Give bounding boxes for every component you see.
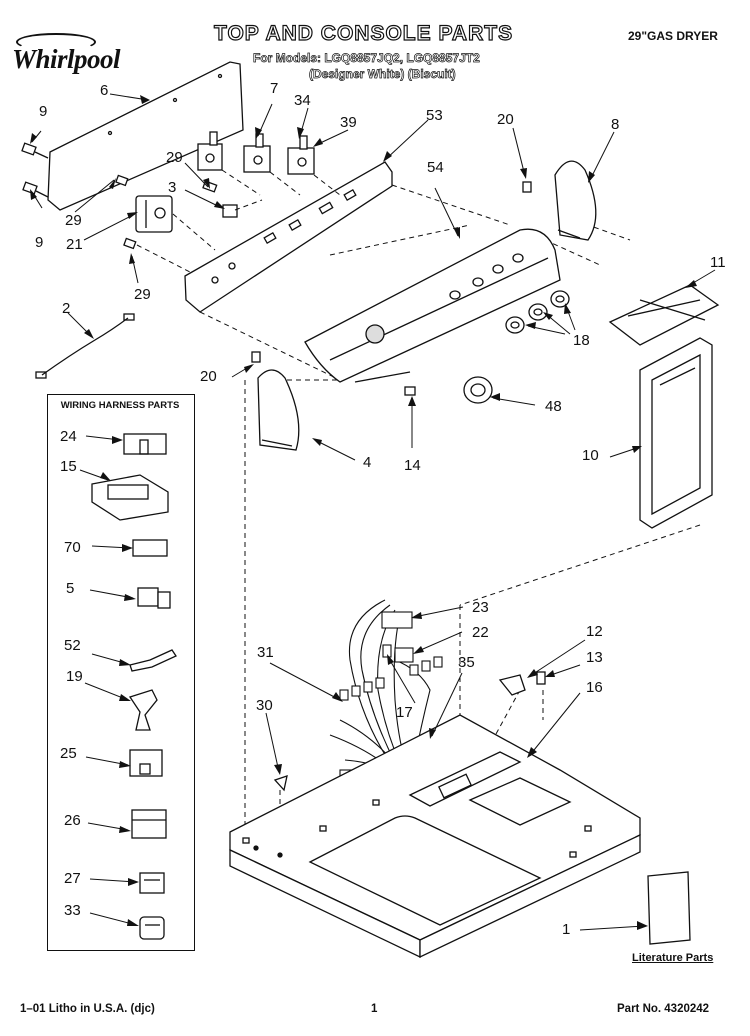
harness-part-26: [131, 809, 167, 839]
rear-console-panel: [47, 61, 244, 211]
callout-23: 23: [472, 599, 489, 616]
product-type: 29"GAS DRYER: [628, 29, 718, 43]
literature-parts-1: [647, 871, 691, 945]
callout-15: 15: [60, 458, 77, 475]
callout-1: 1: [562, 921, 571, 938]
callout-2: 2: [62, 300, 71, 317]
harness-part-25: [129, 749, 163, 777]
harness-part-15: [91, 474, 169, 521]
callout-7: 7: [270, 80, 279, 97]
callout-13: 13: [586, 649, 603, 666]
callout-12: 12: [586, 623, 603, 640]
arrowheads: [30, 95, 697, 930]
footer-litho: 1–01 Litho in U.S.A. (djc): [20, 1003, 155, 1015]
wiring-harness-box: [47, 394, 195, 951]
clip-30: [273, 775, 288, 792]
callout-30: 30: [256, 697, 273, 714]
callout-18: 18: [573, 332, 590, 349]
filter-cover-11: [608, 284, 720, 346]
screw-9-top: [21, 142, 49, 159]
callout-70: 70: [64, 539, 81, 556]
endcap-4: [257, 369, 300, 451]
callout-16: 16: [586, 679, 603, 696]
endcap-8: [554, 160, 597, 241]
callout-9a: 9: [39, 103, 48, 120]
part-3: [222, 204, 238, 218]
switch-34: [243, 133, 271, 173]
callout-34: 34: [294, 92, 311, 109]
callout-5: 5: [66, 580, 75, 597]
callout-10: 10: [582, 447, 599, 464]
callout-3: 3: [168, 179, 177, 196]
callout-17: 17: [396, 704, 413, 721]
screw-20-left: [251, 351, 261, 363]
harness-part-27: [139, 872, 165, 894]
wiring-harness-title: WIRING HARNESS PARTS: [60, 400, 180, 411]
callout-4: 4: [363, 454, 372, 471]
callout-52: 52: [64, 637, 81, 654]
callout-29c: 29: [134, 286, 151, 303]
switch-7: [197, 131, 223, 171]
brand-logo: Whirlpool: [12, 44, 121, 74]
knobs-18: [505, 290, 570, 334]
top-panel-16: [229, 714, 641, 959]
console-54: [304, 228, 561, 383]
callout-39: 39: [340, 114, 357, 131]
callout-21: 21: [66, 236, 83, 253]
callout-31: 31: [257, 644, 274, 661]
harness-part-52: [129, 649, 177, 672]
footer-part-number: Part No. 4320242: [617, 1003, 710, 1015]
harness-part-33: [139, 916, 165, 940]
bracket-12: [498, 674, 526, 696]
callout-20b: 20: [200, 368, 217, 385]
callout-29b: 29: [65, 212, 82, 229]
screw-29-mid: [202, 180, 218, 193]
harness-part-19: [128, 689, 158, 731]
callout-29a: 29: [166, 149, 183, 166]
callout-33: 33: [64, 902, 81, 919]
console-rail: [354, 371, 411, 383]
callout-8: 8: [611, 116, 620, 133]
screw-29-low: [123, 237, 137, 250]
models-line: For Models: LGQ8857JQ2, LGQ8857JT2: [253, 51, 480, 66]
callout-25: 25: [60, 745, 77, 762]
screw-14: [404, 386, 416, 396]
screw-13: [536, 671, 546, 685]
page-title: TOP AND CONSOLE PARTS: [213, 21, 514, 45]
footer-page-number: 1: [371, 1003, 378, 1015]
screw-9-bottom: [22, 181, 49, 198]
callout-35: 35: [458, 654, 475, 671]
callout-24: 24: [60, 428, 77, 445]
callout-48: 48: [545, 398, 562, 415]
brand-logo-swoosh: [16, 33, 96, 51]
callout-14: 14: [404, 457, 421, 474]
callout-11: 11: [710, 254, 726, 271]
screw-29-left: [115, 174, 129, 187]
timer-21: [135, 195, 173, 233]
knob-48: [463, 376, 493, 404]
callout-20a: 20: [497, 111, 514, 128]
switch-39: [287, 135, 315, 175]
console-bracket-53: [184, 161, 393, 313]
callout-19: 19: [66, 668, 83, 685]
callout-26: 26: [64, 812, 81, 829]
wire-2: [35, 313, 135, 379]
lint-filter-10: [639, 337, 713, 529]
callout-6: 6: [100, 82, 109, 99]
callout-9b: 9: [35, 234, 44, 251]
harness-part-24: [123, 433, 167, 455]
callout-53: 53: [426, 107, 443, 124]
callout-22: 22: [472, 624, 489, 641]
screw-20-top: [522, 181, 532, 193]
harness-part-5: [137, 587, 171, 609]
literature-parts-label: Literature Parts: [632, 952, 714, 964]
callout-27: 27: [64, 870, 81, 887]
callout-54: 54: [427, 159, 444, 176]
colors-line: (Designer White) (Biscuit): [309, 67, 456, 82]
